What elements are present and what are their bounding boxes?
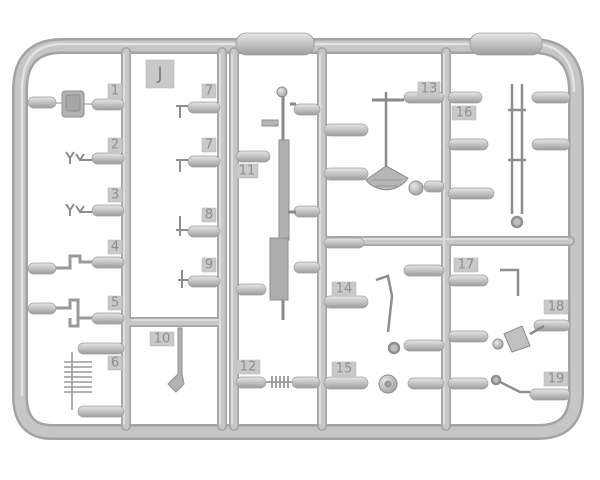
part-3: [65, 203, 92, 216]
part-number-label: 7: [205, 84, 213, 99]
part-number-label: 18: [548, 300, 565, 315]
part-number-label: 14: [336, 282, 353, 297]
part-number-label: 8: [205, 208, 213, 223]
part-number-label: 13: [421, 82, 438, 97]
part-number-tags: J 1 2 3 4 5 6 7 7 8 9 10 11 12 13 14 15 …: [107, 59, 569, 387]
part-14: [375, 274, 401, 355]
gate-lug: [469, 32, 543, 56]
part-number-label: 16: [456, 106, 473, 121]
part-7b: [176, 159, 188, 172]
part-number-label: 17: [458, 258, 475, 273]
part-2: [65, 151, 92, 164]
part-15: [378, 374, 398, 394]
part-12: [266, 376, 292, 388]
part-17: [500, 268, 520, 296]
part-number-label: 6: [111, 356, 119, 371]
part-10: [167, 327, 185, 393]
parts: [56, 84, 545, 410]
part-16: [508, 84, 526, 229]
part-7a: [176, 105, 188, 118]
part-number-label: 10: [154, 332, 171, 347]
inner-runners-light: [122, 48, 574, 430]
gate-stubs: [27, 91, 571, 418]
part-6: [64, 352, 92, 410]
part-9: [178, 270, 188, 288]
part-11: [261, 86, 296, 320]
part-number-label: 3: [111, 188, 119, 203]
sprue-frame: [12, 32, 584, 440]
part-number-label: 11: [239, 164, 256, 179]
part-13: [365, 92, 424, 196]
part-19: [490, 374, 530, 394]
part-4: [56, 254, 92, 270]
part-number-label: 7: [205, 138, 213, 153]
part-number-label: 9: [205, 258, 213, 273]
part-number-label: 4: [111, 240, 119, 255]
part-number-label: 15: [336, 362, 353, 377]
part-1: [56, 90, 92, 118]
part-5: [56, 298, 92, 328]
gate-lug: [235, 32, 315, 56]
part-18: [492, 324, 545, 353]
part-8: [176, 216, 188, 236]
part-number-label: 1: [111, 84, 119, 99]
part-number-label: 5: [111, 296, 119, 311]
part-number-label: 12: [240, 360, 257, 375]
part-number-label: 19: [548, 372, 565, 387]
part-number-label: 2: [111, 138, 119, 153]
inner-runners-sheen: [123, 54, 568, 424]
sprue-letter: J: [156, 64, 162, 85]
